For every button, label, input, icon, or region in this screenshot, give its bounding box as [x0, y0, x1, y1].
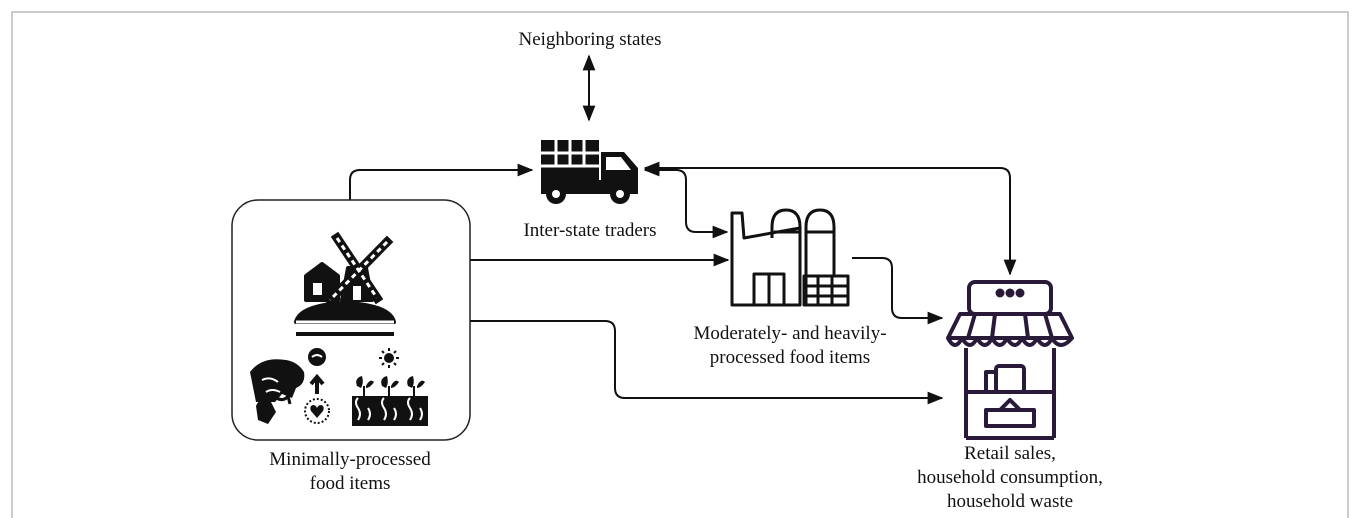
connectors — [349, 54, 1017, 405]
inter-state-traders-label: Inter-state traders — [523, 220, 657, 241]
market-stall-icon — [946, 280, 1074, 440]
retail-label: Retail sales, household consumption, hou… — [917, 443, 1103, 512]
arrow-traders-retail — [643, 161, 1017, 276]
processed-food-label: Moderately- and heavily- processed food … — [693, 323, 887, 368]
arrow-factory-retail — [852, 257, 944, 325]
factory-icon — [730, 208, 850, 307]
figure-border — [11, 11, 1349, 518]
arrow-farm-traders — [349, 163, 534, 200]
arrow-farm-retail — [470, 320, 944, 405]
livestock-icon — [250, 359, 305, 424]
farm-windmill-icon — [294, 231, 396, 336]
neighboring-states-label: Neighboring states — [518, 29, 662, 50]
minimally-processed-label: Minimally-processed food items — [269, 449, 431, 494]
crops-icon — [352, 348, 428, 426]
health-growth-icon — [304, 348, 330, 424]
truck-icon — [541, 140, 638, 204]
